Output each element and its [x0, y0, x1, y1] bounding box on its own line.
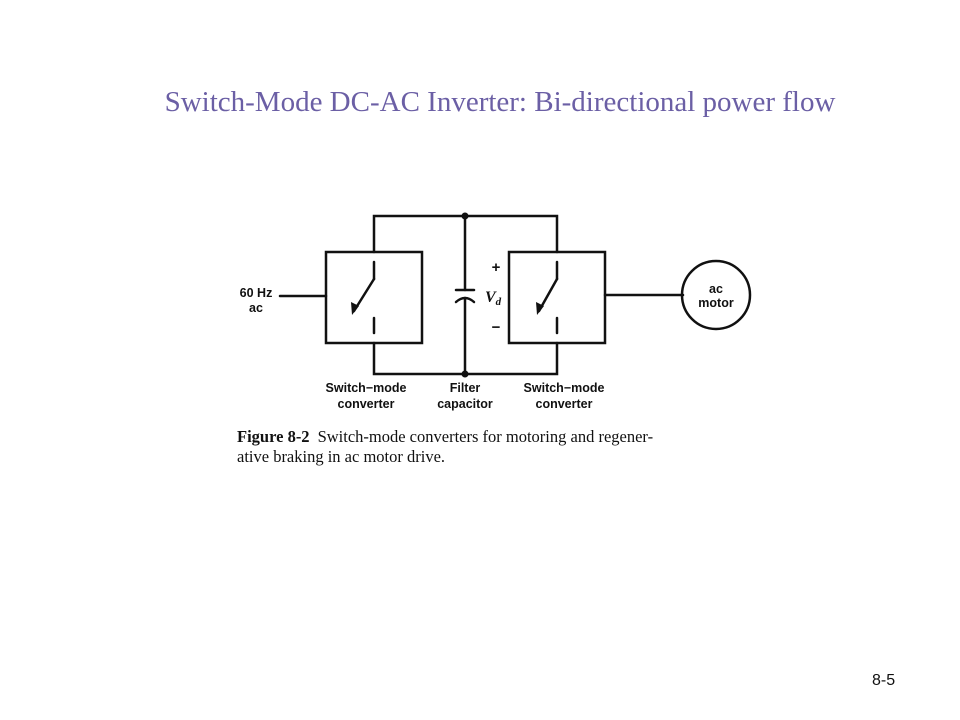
- bottom-junction-dot: [461, 370, 469, 378]
- minus-sign: −: [492, 319, 501, 336]
- motor-label-line2: motor: [698, 296, 734, 310]
- figure-number: Figure 8-2: [237, 427, 310, 446]
- voltage-symbol: V: [485, 289, 497, 306]
- input-label-line1: 60 Hz: [240, 286, 273, 300]
- capacitor-label-line1: Filter: [450, 381, 481, 395]
- right-converter-label-line2: converter: [536, 397, 593, 411]
- left-switch-arrowhead: [351, 302, 359, 315]
- filter-capacitor-symbol: [454, 214, 476, 376]
- input-label-line2: ac: [249, 301, 263, 315]
- left-converter-label-line1: Switch−mode: [326, 381, 407, 395]
- voltage-label: Vd: [485, 289, 502, 308]
- caption-text-line2: ative braking in ac motor drive.: [237, 447, 446, 466]
- left-switch-symbol: [352, 260, 376, 335]
- right-switch-symbol: [537, 260, 559, 335]
- capacitor-label-line2: capacitor: [437, 397, 493, 411]
- top-junction-dot: [461, 212, 469, 220]
- plus-sign: +: [492, 259, 501, 276]
- right-converter-box: [507, 250, 607, 345]
- figure-caption: Figure 8-2 Switch-mode converters for mot…: [237, 427, 757, 467]
- slide-title: Switch-Mode DC-AC Inverter: Bi-direction…: [164, 86, 836, 118]
- page-number: 8-5: [872, 672, 896, 689]
- right-converter-label-line1: Switch−mode: [524, 381, 605, 395]
- motor-label-line1: ac: [709, 282, 723, 296]
- ac-motor-circle: [680, 259, 752, 331]
- voltage-subscript: d: [496, 296, 502, 308]
- caption-line1: Figure 8-2 Switch-mode converters for mot…: [237, 427, 757, 447]
- right-switch-arrowhead: [536, 302, 544, 315]
- caption-text-line1: Switch-mode converters for motoring and …: [317, 427, 654, 446]
- left-converter-label-line2: converter: [338, 397, 395, 411]
